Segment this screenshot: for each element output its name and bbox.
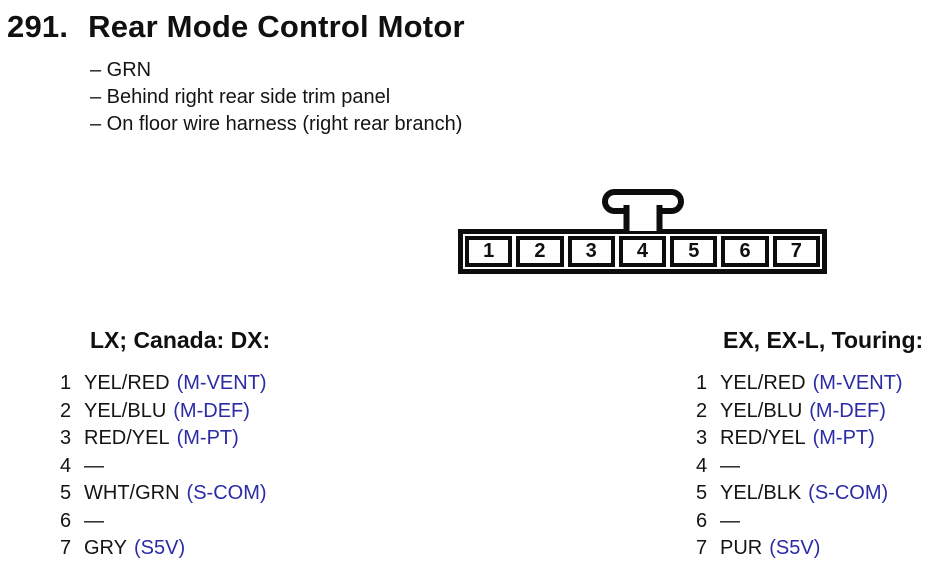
column-header: EX, EX-L, Touring:: [723, 327, 924, 353]
wire-color: —: [720, 509, 740, 532]
pin-row: 1 YEL/RED (M-VENT): [696, 370, 923, 398]
pin-row: 5 YEL/BLK (S-COM): [696, 480, 923, 508]
wire-color: YEL/RED: [720, 372, 806, 394]
pin-cell: 3: [567, 236, 615, 267]
connector-body: 1 2 3 4 5 6 7: [458, 229, 827, 274]
pin-row: 2 YEL/BLU (M-DEF): [60, 398, 270, 426]
pin-row: 7 PUR (S5V): [696, 535, 923, 563]
pin-row: 1 YEL/RED (M-VENT): [60, 370, 270, 398]
wire-color: YEL/BLU: [84, 399, 167, 422]
connector-diagram: 1 2 3 4 5 6 7: [458, 189, 827, 275]
wire-color: PUR: [720, 537, 763, 559]
pin-row: 6—: [696, 508, 923, 536]
pin-cell: 6: [721, 236, 769, 267]
wire-color: —: [84, 509, 104, 532]
pin-row: 4—: [60, 453, 270, 481]
pin-number: 7: [696, 537, 708, 559]
connector-lock-tab-stem: [623, 205, 662, 231]
wire-color: YEL/BLK: [720, 482, 802, 504]
pin-cell: 2: [516, 236, 564, 267]
column-header: LX; Canada: DX:: [90, 327, 271, 353]
pin-number: 4: [60, 454, 72, 477]
pin-row: 6—: [60, 508, 270, 536]
pin-cell: 4: [618, 236, 667, 267]
pin-number: 5: [60, 482, 72, 504]
pin-row: 7 GRY (S5V): [60, 535, 270, 563]
signal-label: (M-DEF): [173, 399, 250, 422]
signal-label: (M-DEF): [809, 399, 886, 422]
section-title-text: Rear Mode Control Motor: [88, 9, 465, 44]
wire-color: RED/YEL: [720, 427, 806, 449]
page-title: 291. Rear Mode Control Motor: [7, 9, 465, 45]
pin-row: 3 RED/YEL (M-PT): [696, 425, 923, 453]
pin-cell: 7: [772, 236, 820, 267]
pin-number: 6: [696, 509, 708, 532]
location-notes: – GRN – Behind right rear side trim pane…: [90, 57, 462, 138]
signal-label: (S-COM): [186, 482, 267, 504]
note-item: – Behind right rear side trim panel: [90, 86, 391, 108]
pin-number: 1: [60, 372, 72, 394]
signal-label: (M-VENT): [812, 372, 903, 394]
pin-number: 3: [60, 427, 72, 449]
signal-label: (M-VENT): [176, 372, 267, 394]
signal-label: (S5V): [133, 537, 186, 559]
wire-color: WHT/GRN: [84, 482, 180, 504]
pin-row: 5 WHT/GRN (S-COM): [60, 480, 270, 508]
pin-number: 5: [696, 482, 708, 504]
wire-color: —: [84, 454, 104, 477]
note-item: – On floor wire harness (right rear bran…: [90, 113, 463, 135]
wire-color: YEL/BLU: [720, 399, 803, 422]
wire-color: RED/YEL: [84, 427, 170, 449]
signal-label: (S-COM): [808, 482, 889, 504]
pin-number: 6: [60, 509, 72, 532]
pin-number: 2: [60, 399, 72, 422]
wire-color: —: [720, 454, 740, 477]
pin-row: 4—: [696, 453, 923, 481]
pin-table-lx-dx: LX; Canada: DX: 1 YEL/RED (M-VENT) 2 YEL/BL…: [60, 328, 270, 563]
pin-number: 4: [696, 454, 708, 477]
pin-cell: 5: [670, 236, 718, 267]
pin-number: 7: [60, 537, 72, 559]
wire-color: YEL/RED: [84, 372, 170, 394]
signal-label: (S5V): [769, 537, 821, 559]
pin-number: 3: [696, 427, 708, 449]
section-number: 291.: [7, 9, 69, 44]
pin-row: 2 YEL/BLU (M-DEF): [696, 398, 923, 426]
wire-color: GRY: [84, 537, 127, 559]
note-item: – GRN: [90, 59, 152, 81]
signal-label: (M-PT): [176, 427, 239, 449]
signal-label: (M-PT): [812, 427, 875, 449]
pin-row: 3 RED/YEL (M-PT): [60, 425, 270, 453]
pin-number: 2: [696, 399, 708, 422]
pin-cell: 1: [465, 236, 513, 267]
pin-number: 1: [696, 372, 708, 394]
